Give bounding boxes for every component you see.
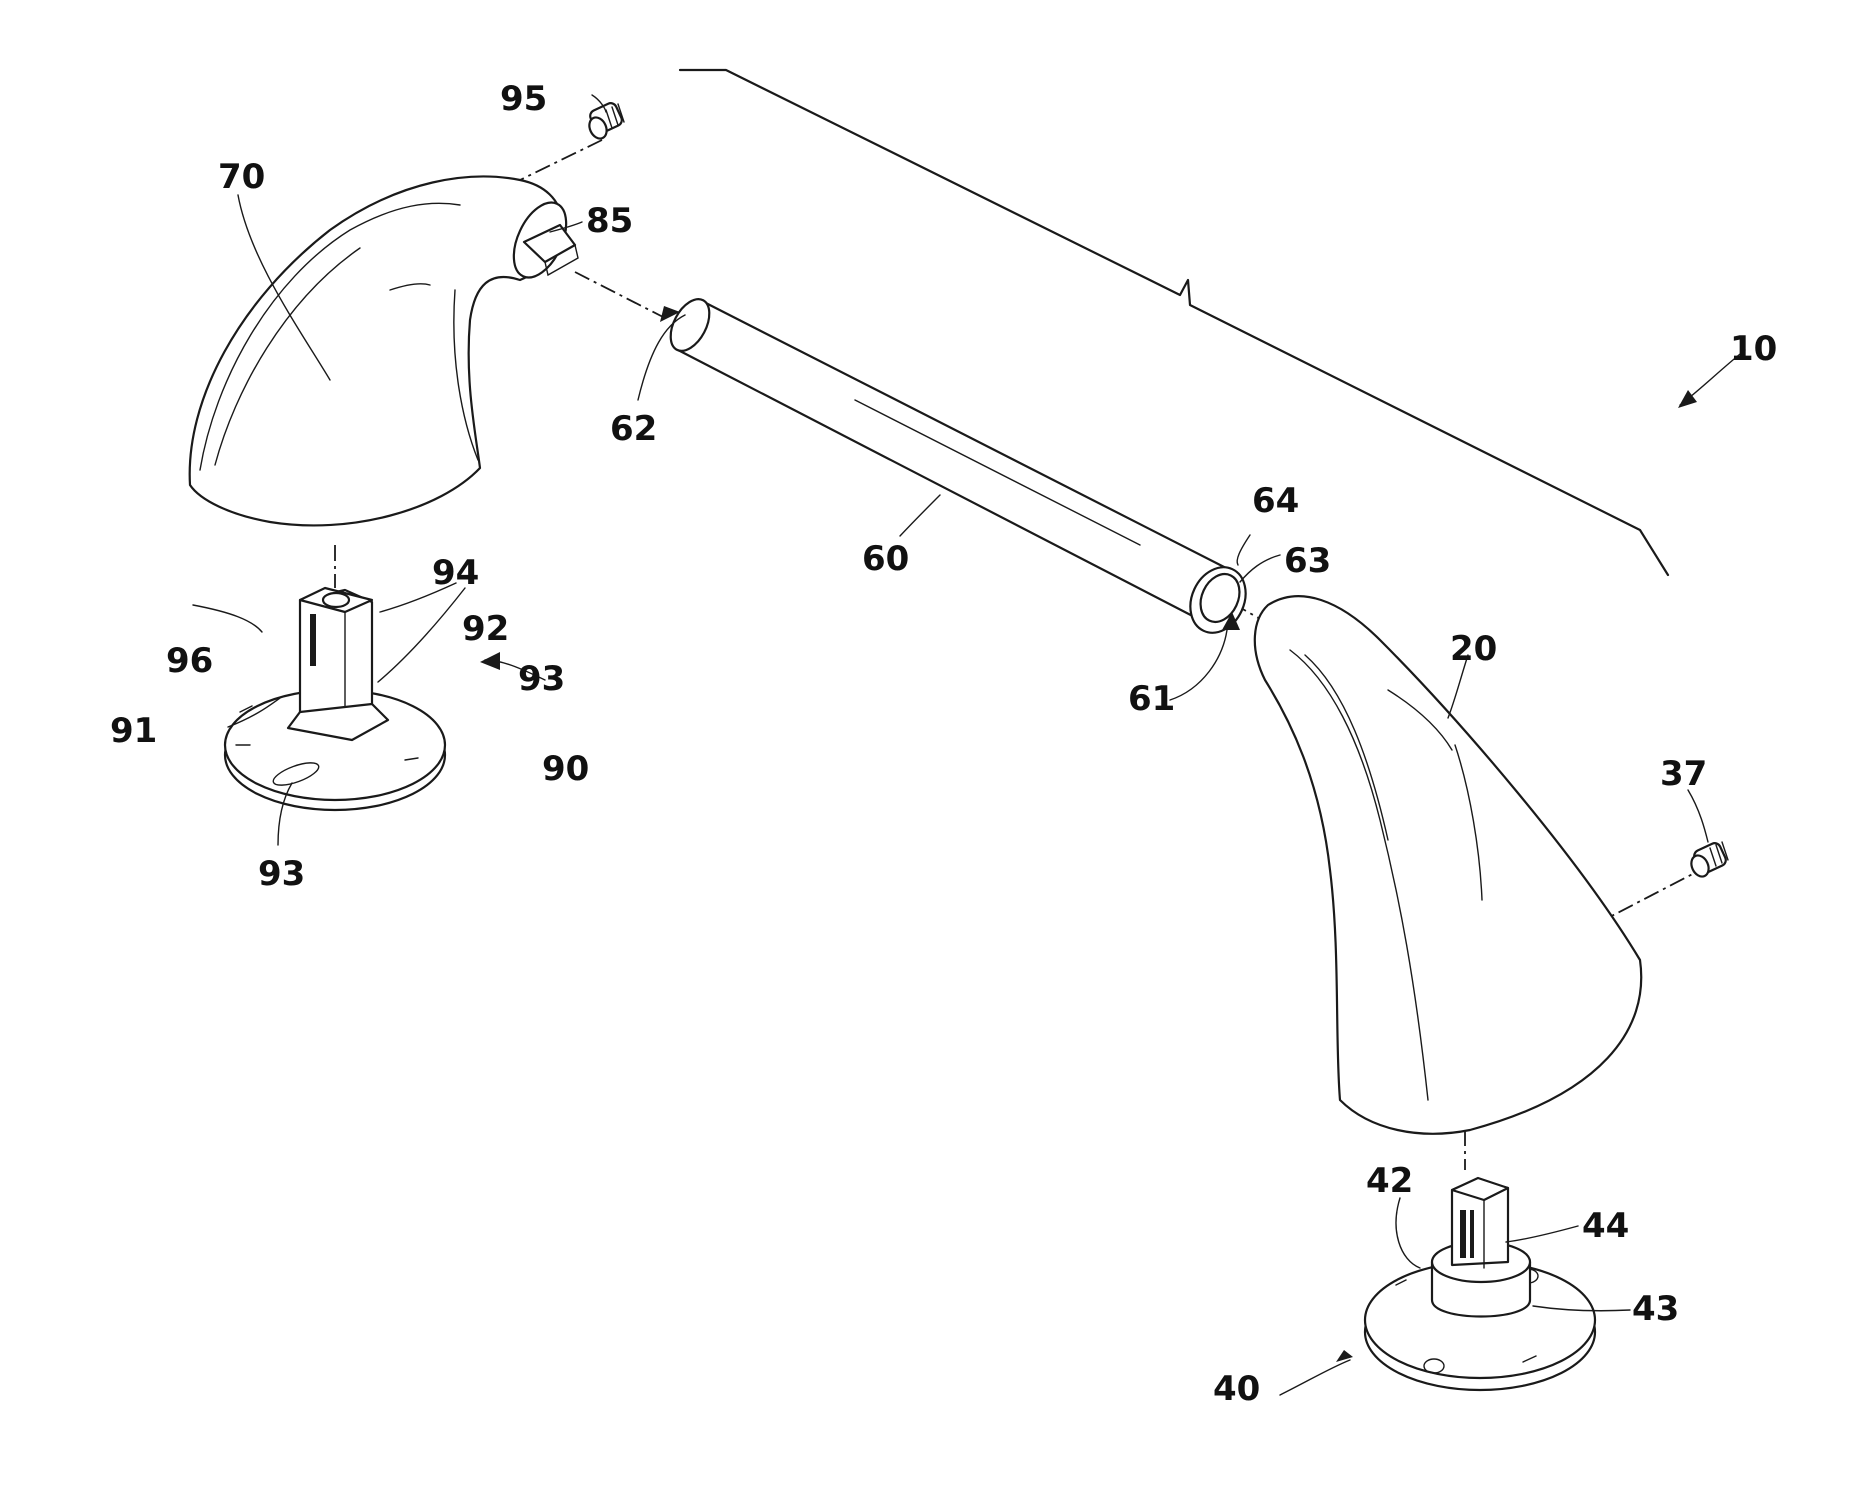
label-63: 63 [1284,541,1331,581]
set-screw-37 [1688,841,1728,879]
left-escutcheon [225,588,445,810]
label-93-bottom: 93 [258,854,305,894]
grab-bar-tube [663,293,1256,642]
label-61: 61 [1128,679,1175,719]
label-43: 43 [1632,1289,1679,1329]
right-escutcheon [1365,1178,1595,1390]
wall-line [680,70,1668,575]
label-42: 42 [1366,1161,1413,1201]
label-40: 40 [1213,1369,1260,1409]
label-60: 60 [862,539,909,579]
label-44: 44 [1582,1206,1629,1246]
label-37: 37 [1660,754,1707,794]
label-70: 70 [218,157,265,197]
label-90: 90 [542,749,589,789]
label-64: 64 [1252,481,1299,521]
label-94: 94 [432,553,479,593]
label-91: 91 [110,711,157,751]
label-92: 92 [462,609,509,649]
label-93-right: 93 [518,659,565,699]
label-62: 62 [610,409,657,449]
label-95: 95 [500,79,547,119]
label-96: 96 [166,641,213,681]
label-10: 10 [1730,329,1777,369]
label-20: 20 [1450,629,1497,669]
set-screw-95 [586,101,624,141]
label-85: 85 [586,201,633,241]
right-handle [1255,596,1641,1134]
